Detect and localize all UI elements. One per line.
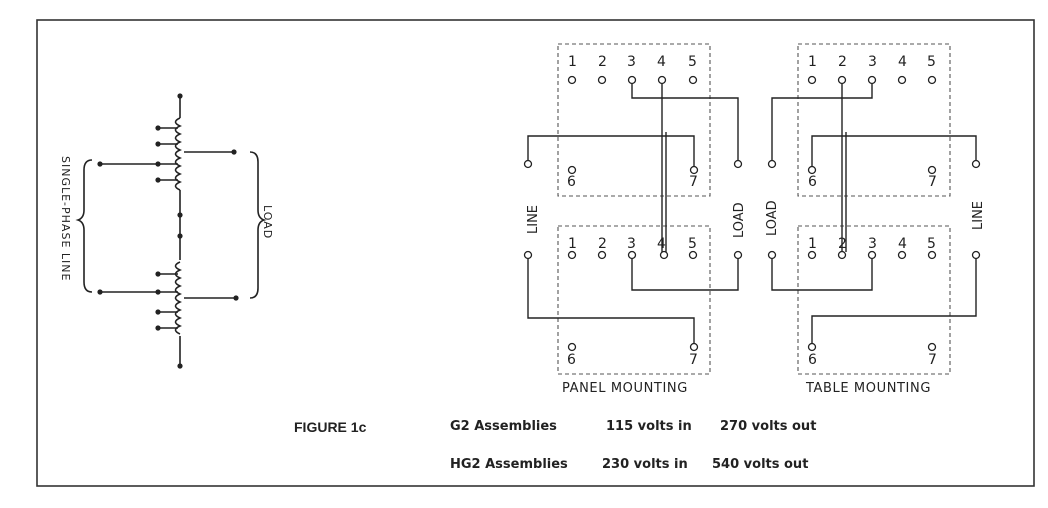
panel-mounting-caption: PANEL MOUNTING [562,381,688,396]
terminal-number: 2 [598,54,607,70]
terminal-number: 4 [898,236,907,252]
panel-bottom-box [557,225,711,375]
assembly-volts-out: 270 volts out [720,419,816,434]
terminal-number: 3 [868,236,877,252]
terminal-number: 7 [689,352,698,368]
assembly-volts-in: 230 volts in [602,457,688,472]
terminal-number: 1 [568,54,577,70]
left-schematic: SINGLE-PHASE LINE LOAD [59,93,274,369]
terminal-number: 2 [838,54,847,70]
terminal-number: 6 [808,352,817,368]
panel-mounting-diagram: 1 2 3 4 5 6 7 1 2 3 4 5 6 7 LINE LOAD [523,43,747,396]
panel-top-box [557,43,711,197]
assembly-name: G2 Assemblies [450,419,557,434]
terminal-number: 1 [808,236,817,252]
assembly-volts-out: 540 volts out [712,457,808,472]
lower-coil [174,261,182,335]
upper-coil [174,117,182,191]
terminal-number: 4 [898,54,907,70]
terminal-number: 6 [567,352,576,368]
table-mounting-caption: TABLE MOUNTING [805,381,931,396]
single-phase-line-label: SINGLE-PHASE LINE [59,156,72,281]
terminal-number: 6 [567,174,576,190]
terminal-number: 3 [868,54,877,70]
terminal-number: 7 [928,352,937,368]
table-load-label: LOAD [765,200,780,236]
figure-label: FIGURE 1c [294,419,367,435]
terminal-number: 5 [688,54,697,70]
figure-frame [36,19,1035,487]
terminal-number: 1 [568,236,577,252]
load-label: LOAD [261,205,274,239]
table-mounting-diagram: 1 2 3 4 5 6 7 1 2 3 4 5 6 7 LOAD LINE [765,43,986,396]
input-brace [75,159,93,293]
assembly-volts-in: 115 volts in [606,419,692,434]
table-bottom-box [797,225,951,375]
terminal-number: 6 [808,174,817,190]
schematic-terminals [97,93,239,369]
table-line-label: LINE [971,201,986,230]
terminal-number: 3 [627,236,636,252]
panel-load-label: LOAD [732,202,747,238]
terminal-number: 5 [927,54,936,70]
terminal-number: 5 [688,236,697,252]
terminal-number: 7 [689,174,698,190]
assembly-name: HG2 Assemblies [450,457,568,472]
terminal-number: 1 [808,54,817,70]
terminal-number: 5 [927,236,936,252]
terminal-number: 4 [657,54,666,70]
table-top-box [797,43,951,197]
terminal-number: 2 [598,236,607,252]
panel-line-label: LINE [526,205,541,234]
load-brace [249,151,267,299]
terminal-number: 3 [627,54,636,70]
terminal-number: 7 [928,174,937,190]
